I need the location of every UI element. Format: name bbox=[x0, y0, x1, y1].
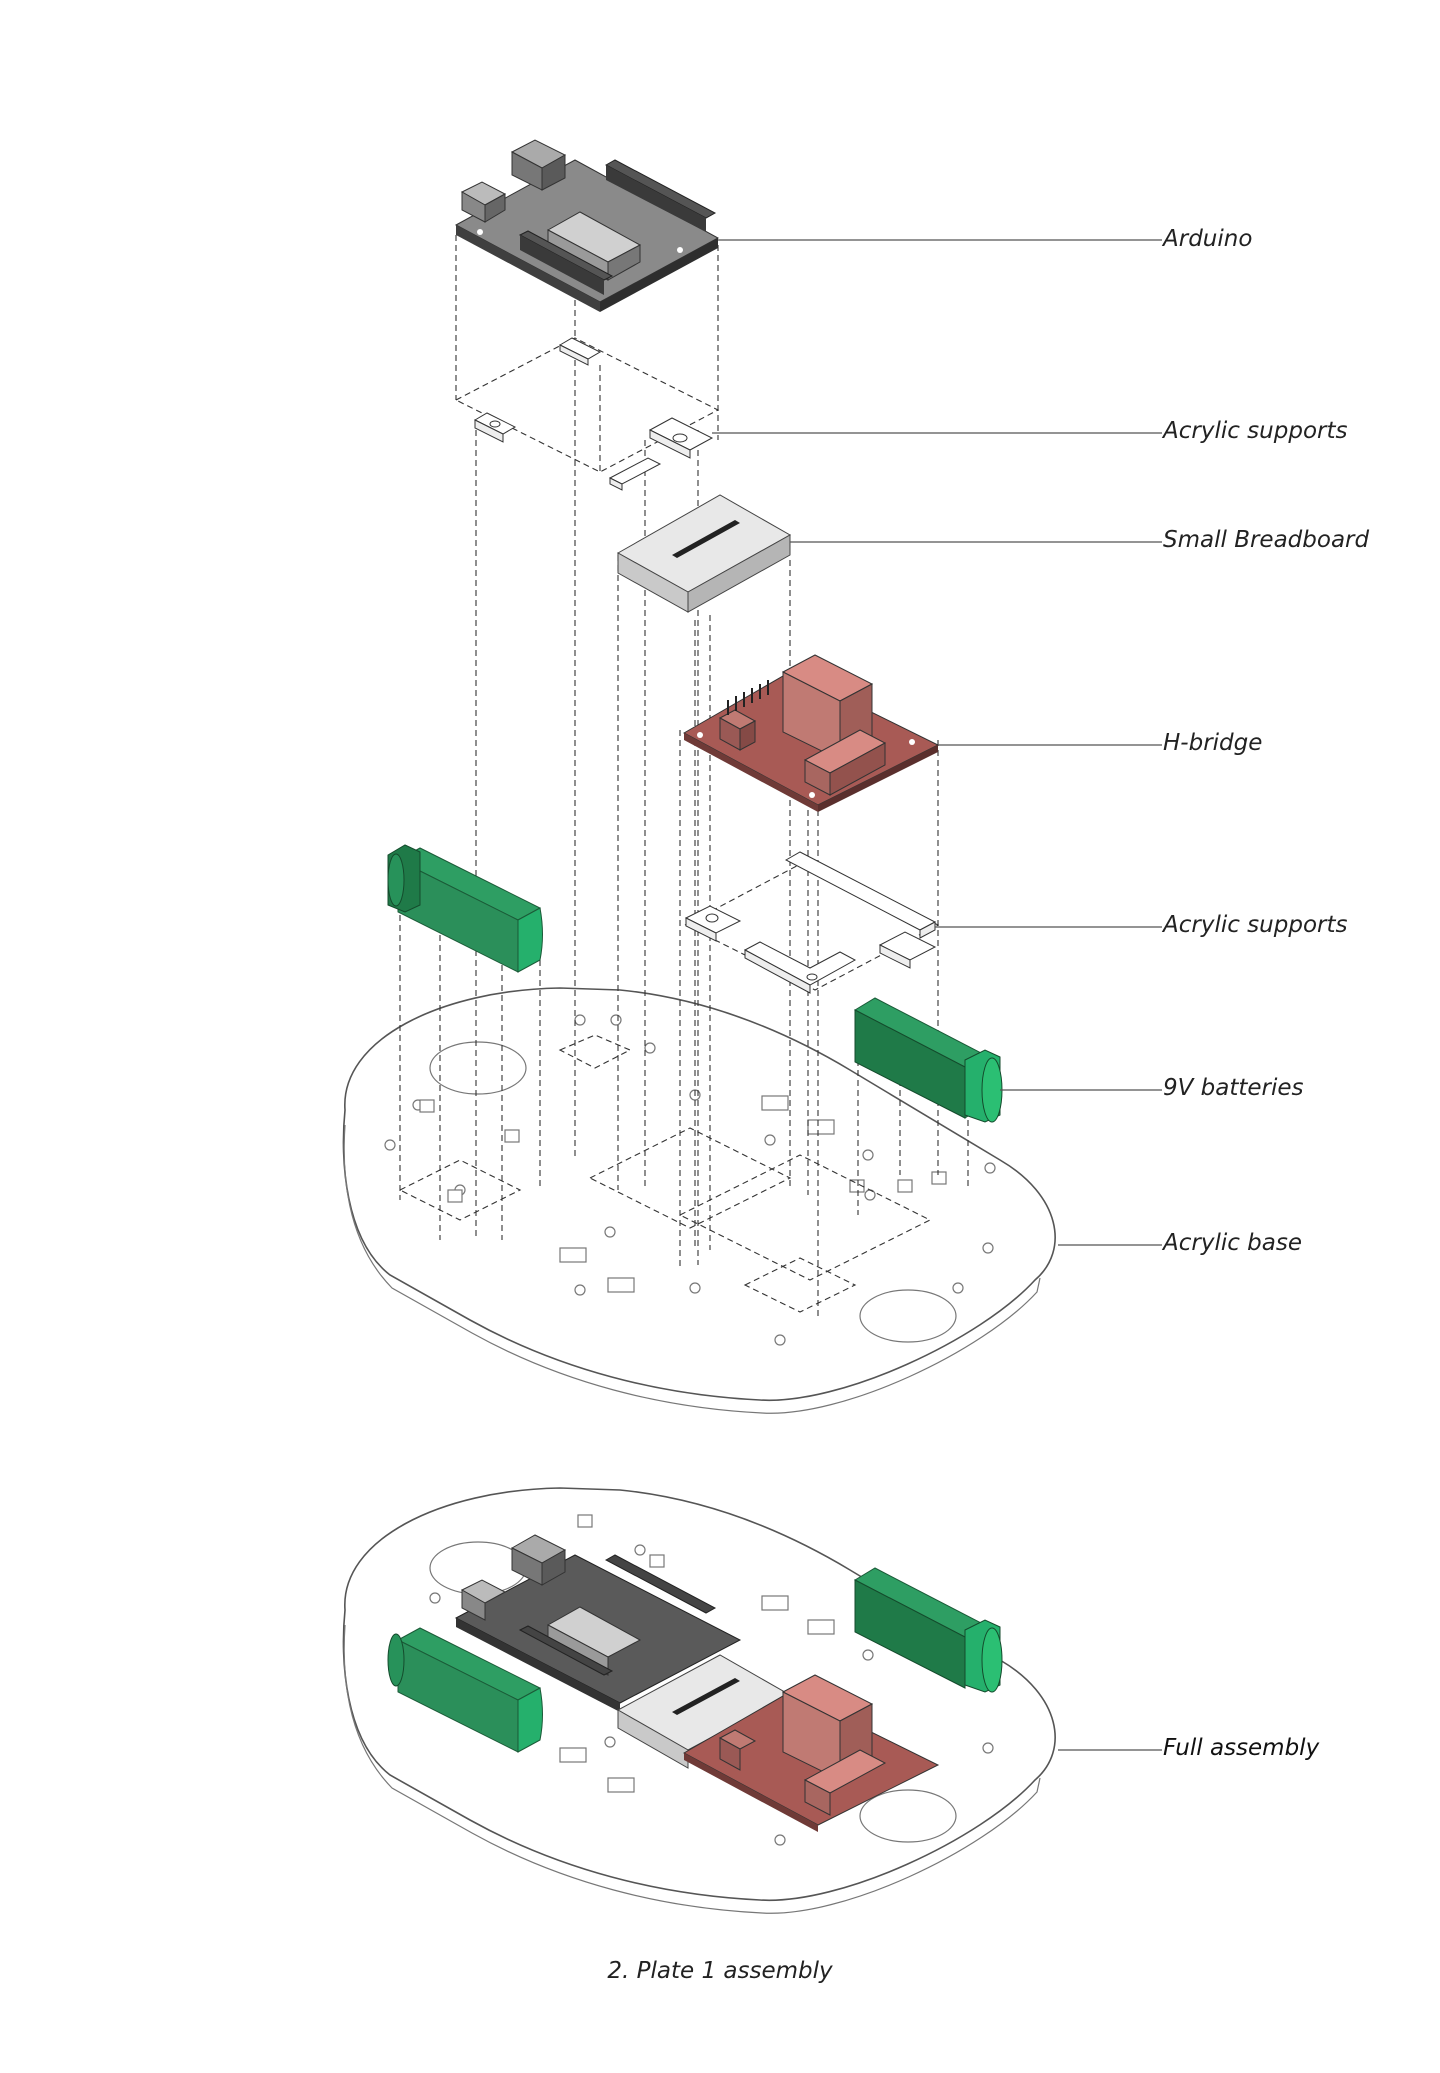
full-assembly-view bbox=[342, 1487, 1056, 1914]
h-bridge bbox=[682, 654, 940, 812]
label-acrylic-supports-top: Acrylic supports bbox=[1163, 418, 1348, 444]
figure-caption: 2. Plate 1 assembly bbox=[607, 1958, 833, 1984]
arduino-board bbox=[454, 139, 720, 312]
label-h-bridge: H-bridge bbox=[1163, 730, 1263, 756]
acrylic-supports-bottom bbox=[684, 851, 937, 994]
battery-left bbox=[387, 844, 543, 973]
acrylic-supports-top bbox=[473, 337, 714, 491]
label-9v-batteries: 9V batteries bbox=[1163, 1075, 1304, 1101]
leader-lines bbox=[712, 239, 1162, 1751]
label-small-breadboard: Small Breadboard bbox=[1163, 527, 1370, 553]
label-full-assembly: Full assembly bbox=[1163, 1735, 1320, 1761]
label-arduino: Arduino bbox=[1163, 226, 1253, 252]
battery-right bbox=[853, 997, 1003, 1123]
label-acrylic-base: Acrylic base bbox=[1163, 1230, 1303, 1256]
label-acrylic-supports-bottom: Acrylic supports bbox=[1163, 912, 1348, 938]
small-breadboard bbox=[616, 494, 792, 613]
